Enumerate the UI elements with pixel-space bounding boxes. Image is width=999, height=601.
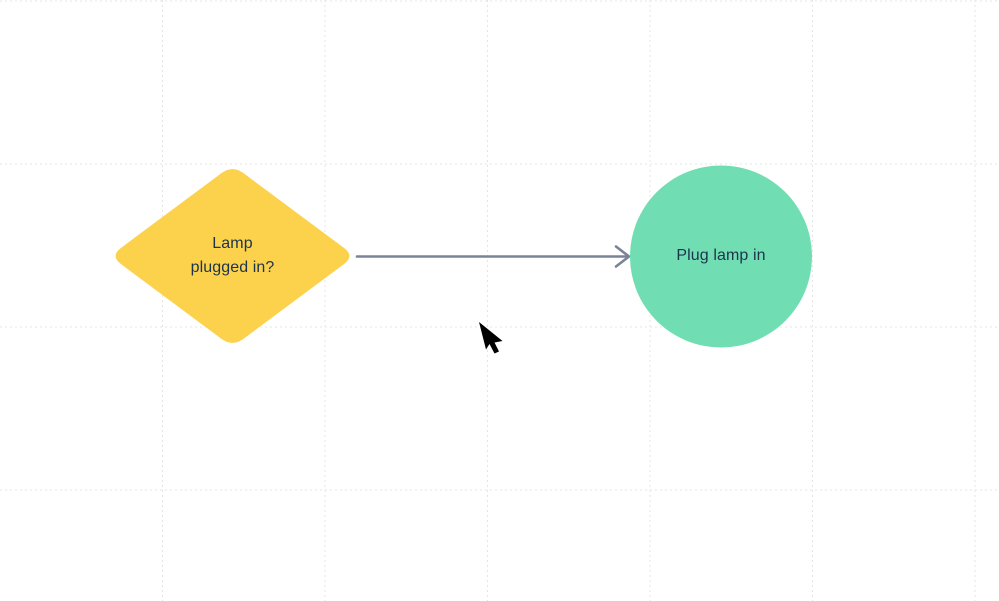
decision-node-diamond[interactable] [115,169,350,343]
decision-node-label[interactable]: Lamp plugged in? [190,235,275,276]
action-node-circle[interactable] [630,165,812,348]
action-node-label[interactable]: Plug lamp in [676,247,766,264]
connector-arrowhead-icon[interactable] [614,245,631,268]
